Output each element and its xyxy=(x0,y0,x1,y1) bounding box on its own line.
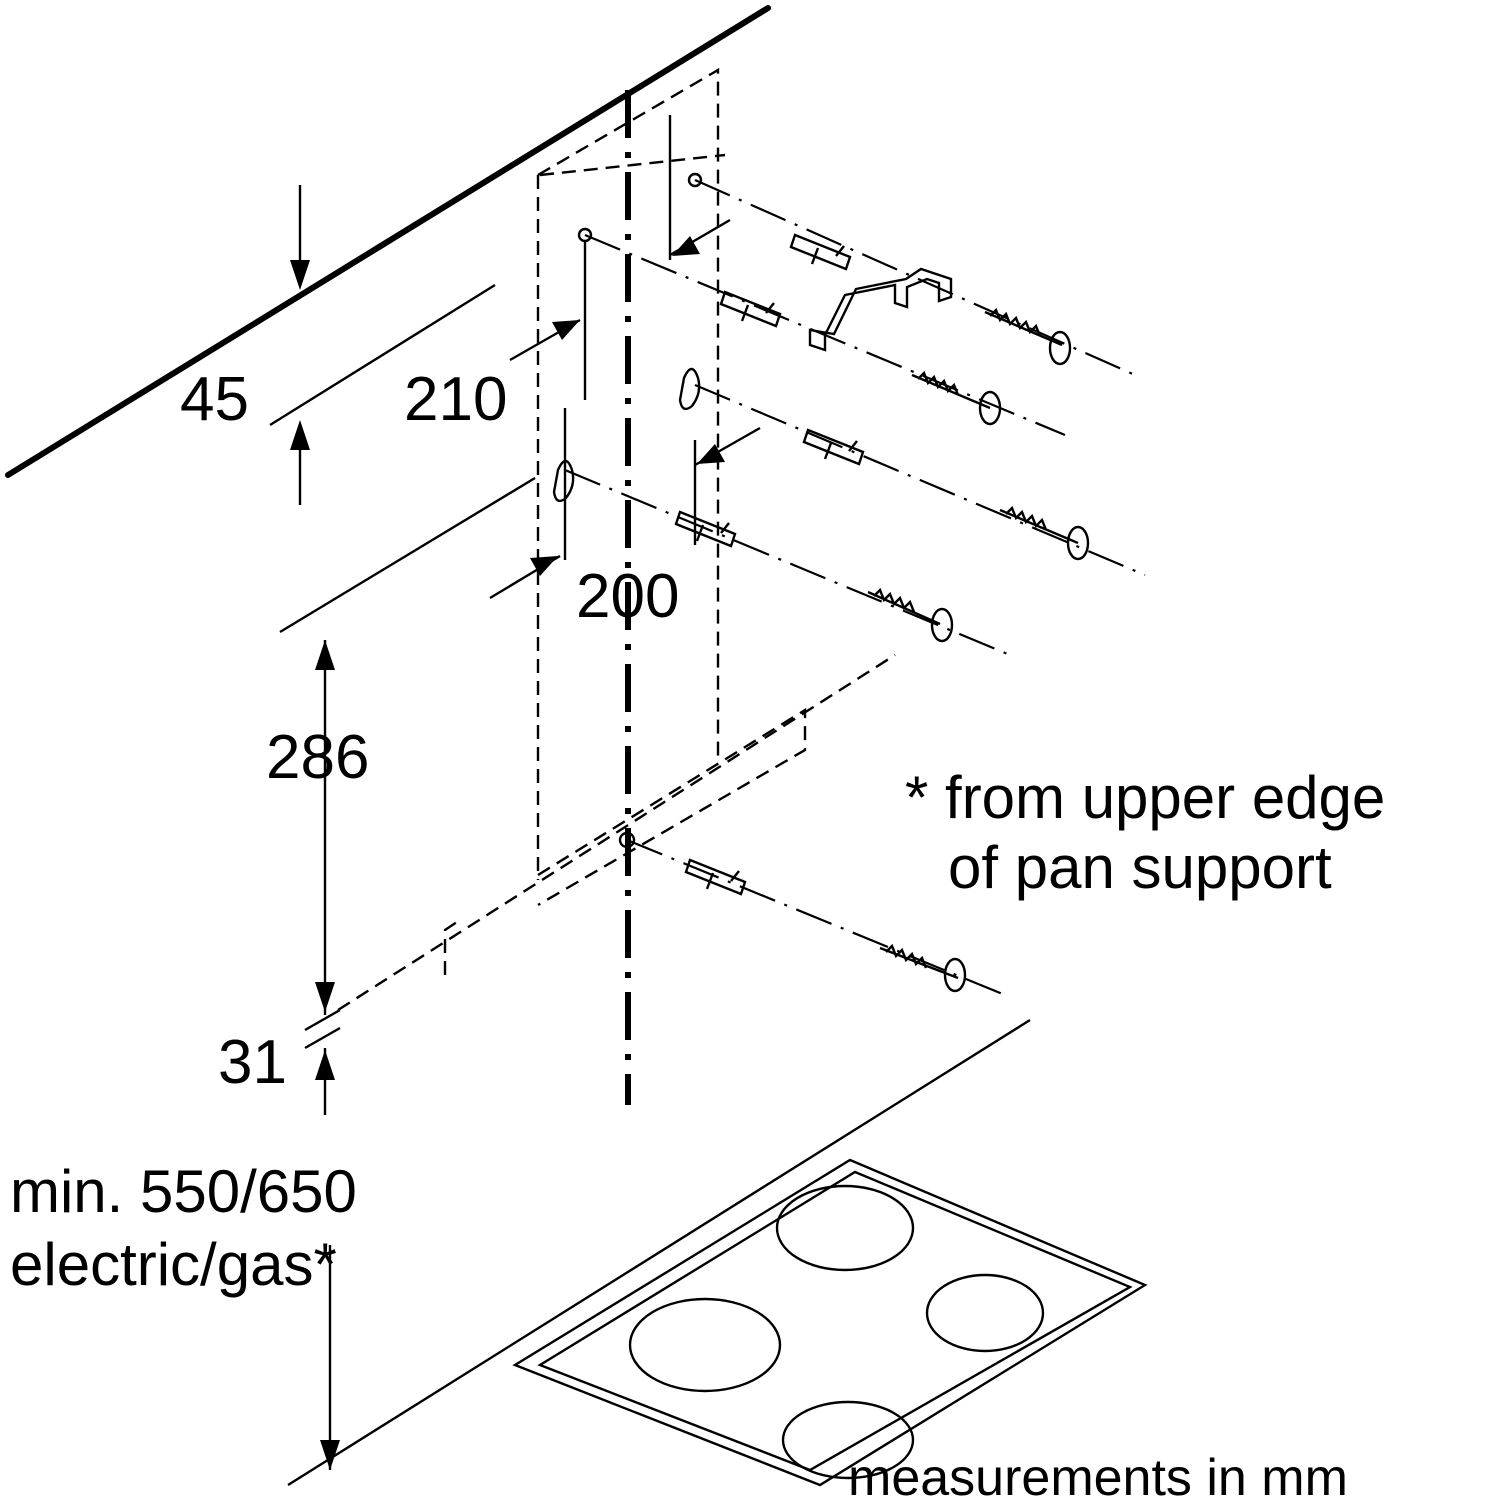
screw xyxy=(999,505,1090,561)
dimension-31-label: 31 xyxy=(218,1028,287,1097)
screw xyxy=(911,370,1002,426)
burner-ring xyxy=(781,1400,915,1480)
wall-plug xyxy=(802,428,865,466)
dimension-210-label: 210 xyxy=(404,365,507,434)
burner-ring xyxy=(628,1297,782,1393)
burner-ring xyxy=(775,1184,915,1272)
hood-outline xyxy=(337,67,896,1012)
wall-plug xyxy=(719,290,782,328)
burner-ring xyxy=(925,1273,1045,1353)
wall-plug xyxy=(684,858,747,896)
wall-plug xyxy=(789,233,852,271)
ceiling-line xyxy=(5,5,771,478)
measurement-unit-note: measurements in mm xyxy=(848,1449,1348,1506)
dimension-45-label: 45 xyxy=(180,365,249,434)
clearance-line2: electric/gas* xyxy=(10,1231,337,1298)
wall-plug xyxy=(674,510,737,548)
dimension-arrows xyxy=(290,236,725,1470)
screw xyxy=(867,587,954,643)
note-line2: of pan support xyxy=(948,834,1332,901)
screw xyxy=(879,943,967,993)
dimension-286-label: 286 xyxy=(266,723,369,792)
cooktop xyxy=(287,1018,1148,1487)
clearance-line1: min. 550/650 xyxy=(10,1158,357,1225)
screw xyxy=(984,307,1072,366)
wall-bracket xyxy=(808,267,953,352)
dimension-lines xyxy=(269,115,761,1470)
dimension-200-label: 200 xyxy=(576,562,679,631)
note-line1: * from upper edge xyxy=(905,764,1385,831)
